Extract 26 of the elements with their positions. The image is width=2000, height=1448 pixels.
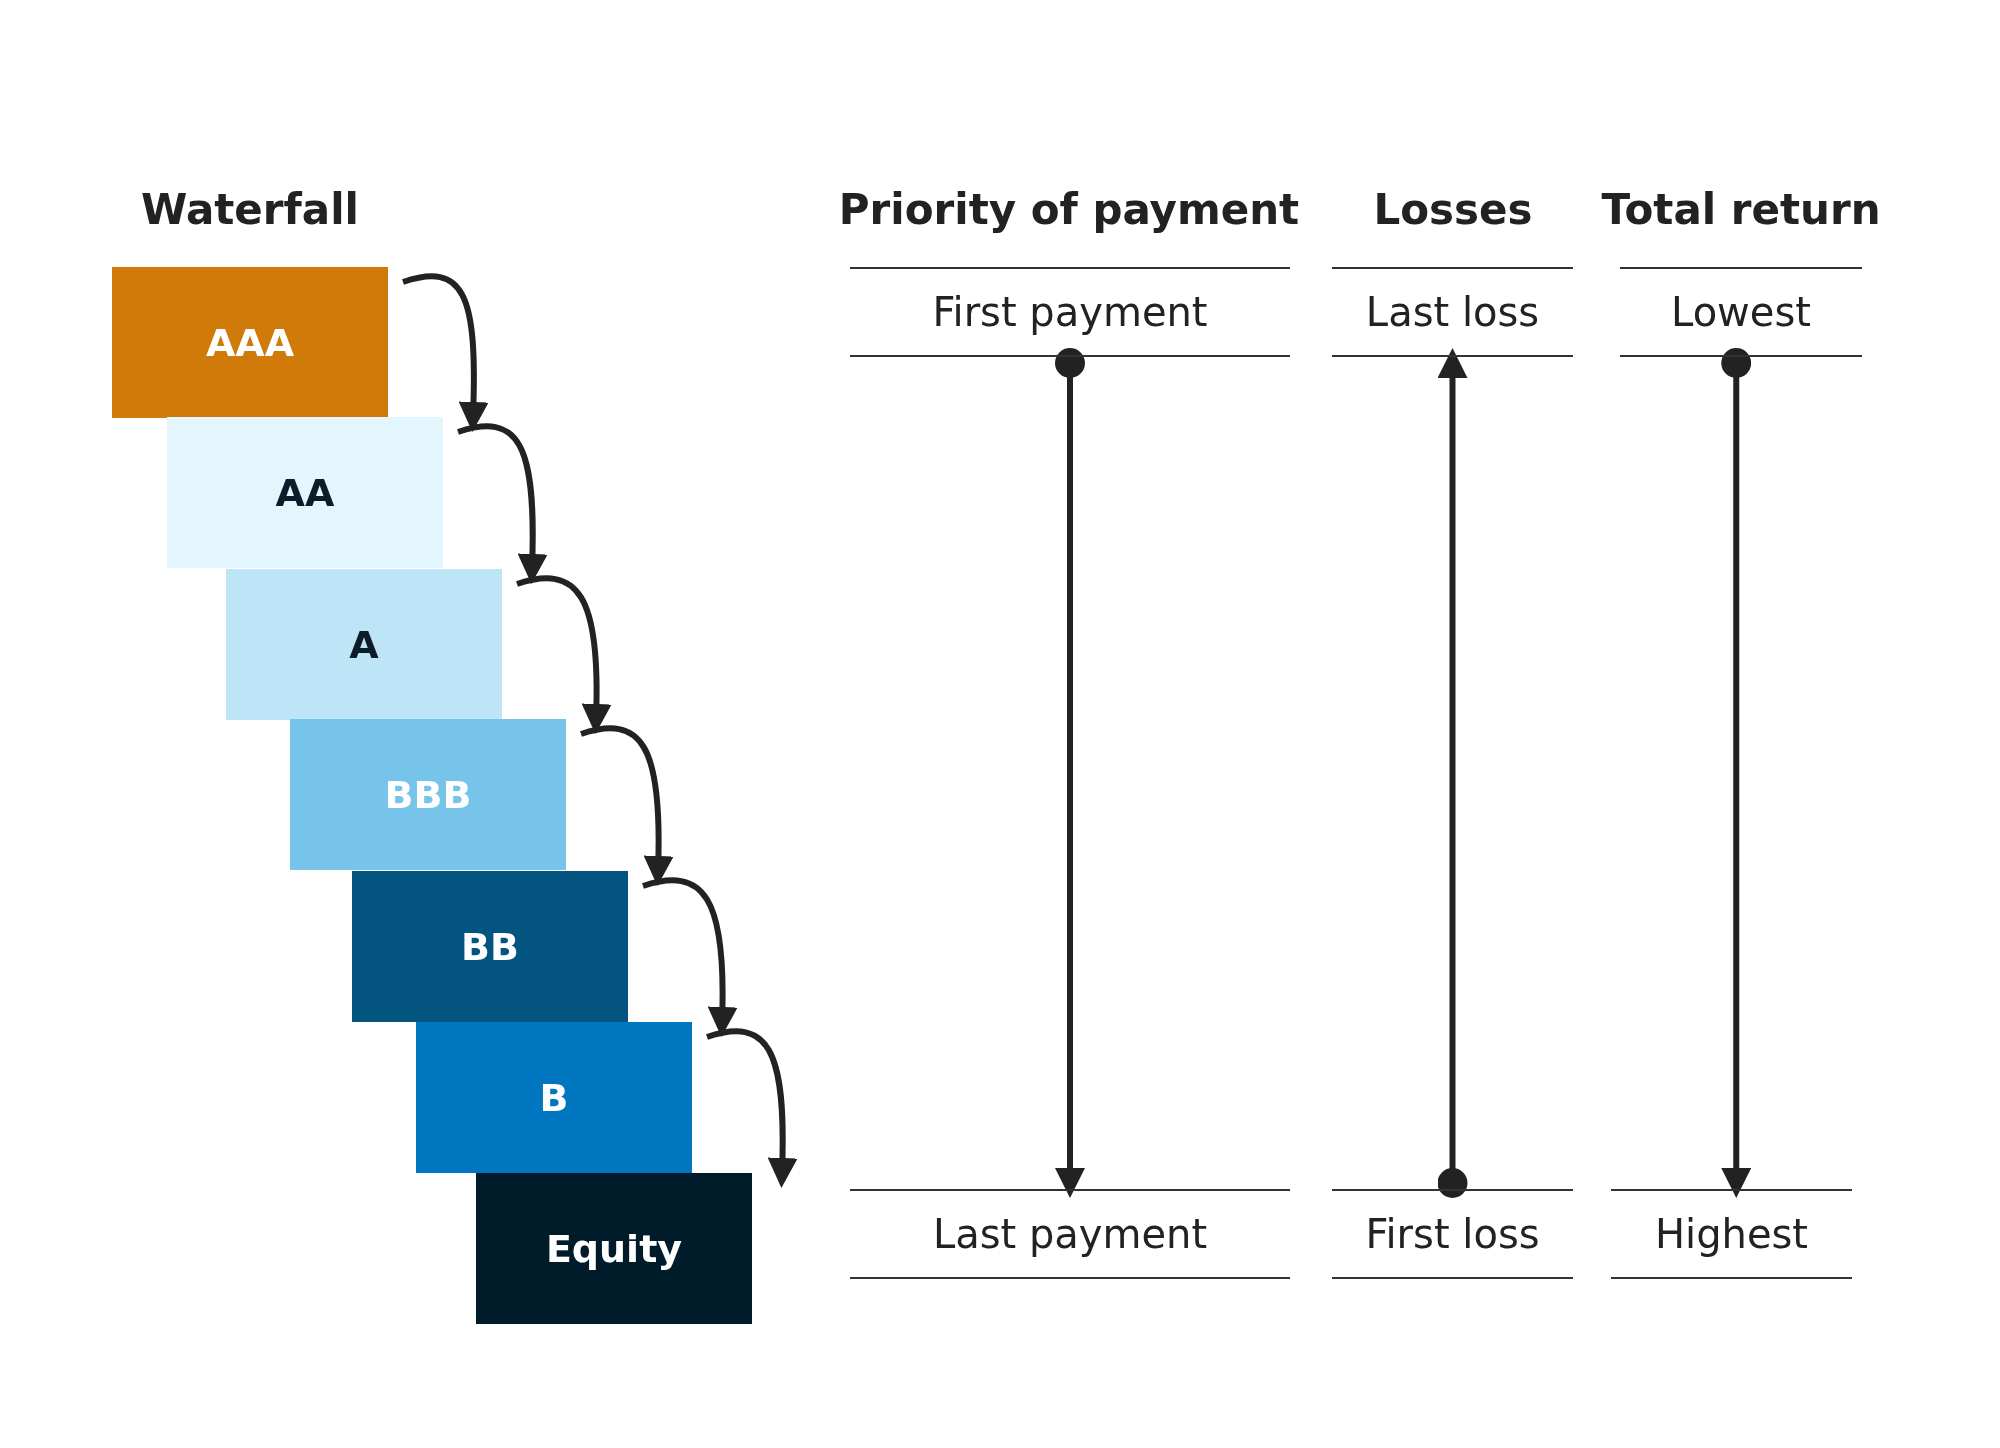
column-value: First loss <box>1332 1189 1573 1279</box>
column-value: Highest <box>1611 1189 1852 1279</box>
curved-arrow <box>642 877 738 1037</box>
column-value: Last loss <box>1332 267 1573 357</box>
column-value: Last payment <box>850 1189 1290 1279</box>
column-heading: Total return <box>1601 185 1881 234</box>
curved-arrow <box>516 575 612 734</box>
column-heading: Losses <box>1373 185 1533 234</box>
vertical-arrow <box>1721 348 1752 1198</box>
column-heading: Waterfall <box>141 185 359 234</box>
curved-arrow <box>706 1028 798 1188</box>
curved-arrow <box>402 273 489 432</box>
curved-arrow <box>580 725 674 886</box>
tranche-box: Equity <box>476 1173 752 1324</box>
tranche-box: AAA <box>112 267 388 418</box>
curved-arrow <box>457 423 548 584</box>
tranche-box: BB <box>352 871 628 1022</box>
tranche-box: B <box>416 1022 692 1173</box>
tranche-box: A <box>226 569 502 720</box>
column-value: First payment <box>850 267 1290 357</box>
column-heading: Priority of payment <box>838 185 1300 234</box>
vertical-arrow <box>1055 348 1085 1198</box>
tranche-box: AA <box>167 417 443 568</box>
column-value: Lowest <box>1620 267 1862 357</box>
vertical-arrow <box>1437 348 1468 1198</box>
tranche-box: BBB <box>290 719 566 870</box>
